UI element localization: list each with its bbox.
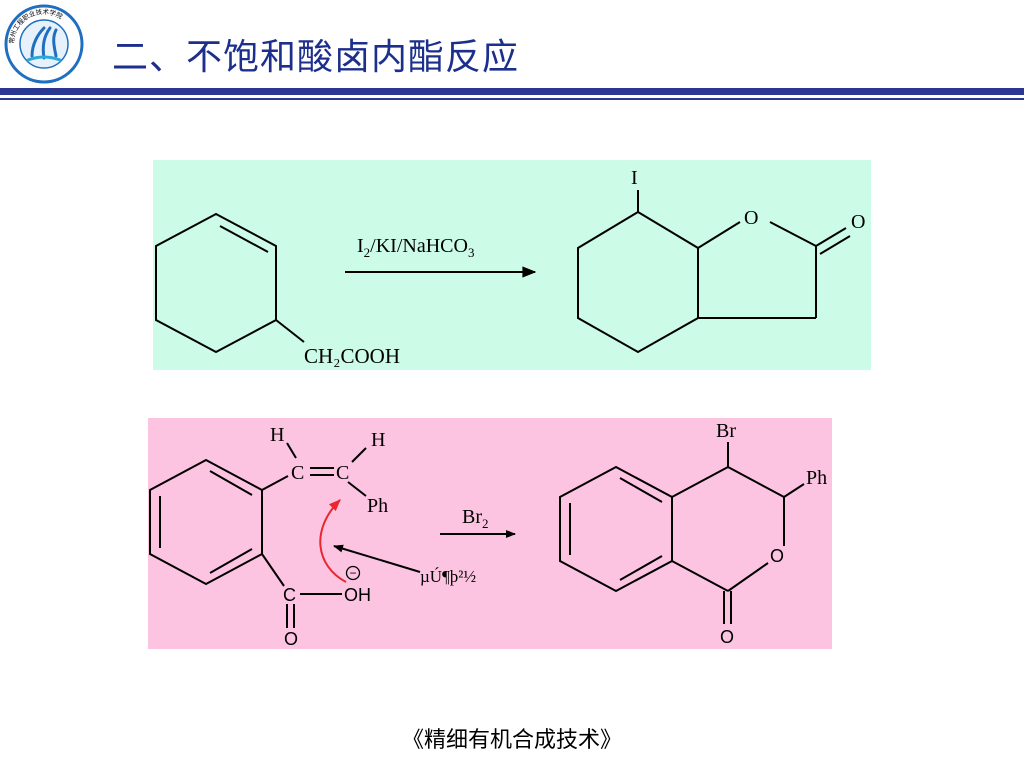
- vinyl-h-right: H: [371, 429, 385, 451]
- course-footer: 《精细有机合成技术》: [401, 728, 622, 753]
- step-annotation: µÚ¶þ²½: [420, 567, 476, 586]
- logo-emblem: [30, 26, 58, 60]
- product-phenyl-group: Ph: [806, 467, 827, 489]
- title-rule-thick: [0, 88, 1024, 95]
- cyclohexenyl-acetic-acid: [155, 212, 305, 354]
- bromo-isochromanone-product: [559, 442, 805, 624]
- nucleophilic-attack-arrow: [319, 499, 347, 583]
- negative-charge-circle: [345, 565, 361, 581]
- iodo-substituent: I: [631, 167, 638, 189]
- hydroxyl-group: OH: [344, 585, 371, 605]
- lactone-carbonyl-oxygen: O: [851, 211, 865, 233]
- annotation-pointer-arrow: [333, 544, 421, 573]
- reaction-1-panel: [153, 160, 871, 370]
- alkene-carbon-1: C: [291, 462, 304, 484]
- college-logo: 常州工程职业技术学院: [4, 4, 84, 84]
- lactone-ring-oxygen: O: [744, 207, 758, 229]
- carbonyl-oxygen: O: [284, 629, 298, 649]
- vinyl-h-left: H: [270, 424, 284, 446]
- alkene-carbon-2: C: [336, 462, 349, 484]
- phenyl-group: Ph: [367, 495, 388, 517]
- bromo-substituent: Br: [716, 420, 736, 442]
- product-ring-oxygen: O: [770, 546, 784, 566]
- acetic-acid-substituent: CH₂COOH: [304, 344, 400, 368]
- negative-charge: −: [349, 566, 356, 580]
- reagent-iodine: I2/KI/NaHCO3: [357, 235, 474, 260]
- title-rule-thin: [0, 98, 1024, 100]
- product-carbonyl-oxygen: O: [720, 627, 734, 647]
- stilbene-carboxylic-acid: [149, 442, 367, 628]
- reagent-bromine: Br2: [462, 506, 489, 531]
- page-title: 二、不饱和酸卤内酯反应: [112, 37, 520, 78]
- iodolactone-product: [577, 190, 851, 354]
- carboxyl-carbon: C: [283, 585, 296, 605]
